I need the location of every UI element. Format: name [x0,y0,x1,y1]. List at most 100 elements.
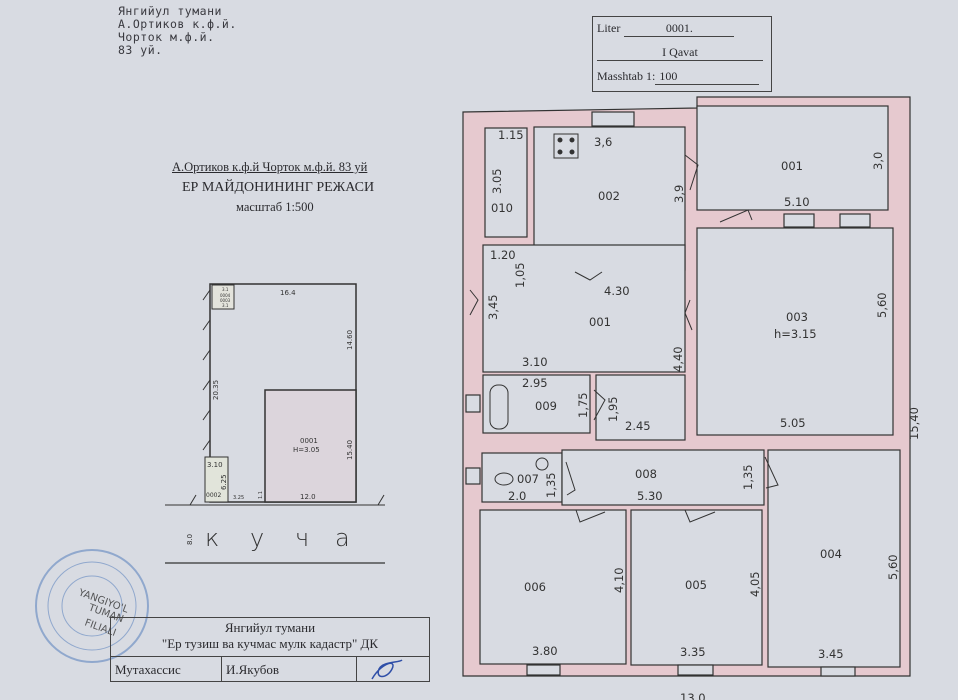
stove-icon [553,133,579,159]
room-001-top [696,105,889,211]
small-buildings [211,284,235,310]
door [684,509,716,523]
dimension: 3.80 [532,644,558,658]
floor-label: I Qavat [597,45,763,61]
dimension: 4,40 [671,346,685,372]
site-plan-subtitle: ЕР МАЙДОНИНИНГ РЕЖАСИ [182,180,375,195]
address-line: Янгийул тумани [118,4,222,18]
window [820,666,856,677]
dimension: 3,6 [594,135,612,149]
dimension: 3.45 [818,647,844,661]
small-dim: 3.1 [222,303,229,308]
room-010 [484,127,528,238]
building-label: 0001 [300,437,318,445]
window [677,664,714,676]
dimension: 2.45 [625,419,651,433]
site-plan-labels: 16.4 20.35 14.60 15.40 12.0 3.25 1.1 3.1… [186,287,354,552]
dimension: 3,0 [871,152,885,170]
site-plan [165,283,385,564]
dimension: 1,75 [576,392,590,418]
door [574,271,603,281]
dimension: 2.0 [508,489,526,503]
signature-icon [371,659,403,680]
room-label: 001 [589,315,611,329]
rooms [479,105,901,668]
window [591,111,635,127]
room-label: 003 [786,310,808,324]
hall-passage [595,374,686,441]
org-line-2: "Ер тузиш ва кучмас мулк кадастр" ДК [161,636,379,651]
door [469,289,479,316]
dimension: 13.0 [680,691,706,700]
dimension: 4.30 [604,284,630,298]
title-block: Янгийул тумани "Ер тузиш ва кучмас мулк … [110,617,430,682]
windows [465,111,871,677]
dimension: 2.95 [522,376,548,390]
dim-right-upper: 14.60 [346,330,354,350]
room-label: 010 [491,201,513,215]
dimension: 1.15 [498,128,524,142]
scale-value: 100 [655,69,760,85]
dimension: 1,35 [741,464,755,490]
dimension: 5,60 [886,554,900,580]
dimension: 3.05 [490,168,504,194]
site-plan-title: А.Ортиков к.ф.й Чорток м.ф.й. 83 уй [172,160,368,174]
sink-icon [535,457,549,471]
room-label: 006 [524,580,546,594]
dimension: 5.30 [637,489,663,503]
room-005 [630,509,763,666]
small-label-0003: 0003 [220,298,231,303]
street-letter: к [205,524,219,552]
dim-bottom-tiny: 1.1 [258,491,264,499]
door [719,209,753,223]
window [465,467,481,485]
header-address: Янгийул тумани А.Ортиков к.ф.й. Чорток м… [118,5,237,57]
liter-label: Liter [597,21,621,35]
dim-box-h: 6.25 [220,474,228,490]
dimension: 1.20 [490,248,516,262]
dim-top: 16.4 [280,289,296,297]
signature-cell [357,657,429,682]
door [764,456,779,489]
dim-box-w: 3.10 [207,461,223,469]
outbuilding-label: 0002 [206,492,221,499]
org-line-1: Янгийул тумани [224,620,316,635]
window [465,394,481,413]
dimension: 3,45 [486,294,500,320]
dimension: 1,35 [544,472,558,498]
floor-plan-labels: 010 002 001 001 003 h=3.15 009 007 008 0… [486,128,921,700]
room-label: 002 [598,189,620,203]
room-004 [767,449,901,668]
room-label: 007 [517,472,539,486]
window [839,213,871,228]
name-cell: И.Якубов [222,657,357,682]
dim-right-lower: 15.40 [346,440,354,460]
dimension: 4,05 [748,571,762,597]
doors [469,154,779,523]
bathtub-icon [489,384,509,430]
room-003 [696,227,894,436]
door [565,461,576,496]
room-label: 009 [535,399,557,413]
door [684,154,699,191]
dimension: 5,60 [875,292,889,318]
dimension: 5.10 [784,195,810,209]
address-line: А.Ортиков к.ф.й. [118,17,237,31]
title-block-header: Янгийул тумани "Ер тузиш ва кучмас мулк … [111,618,429,657]
dimension: 1,05 [513,262,527,288]
dimension: 15,40 [907,407,921,440]
dim-bottom-small: 3.25 [233,495,244,501]
role-cell: Мутахассис [111,657,222,682]
door [575,509,606,523]
liter-value: 0001. [624,21,735,37]
site-plan-scale: масштаб 1:500 [236,200,314,214]
door [593,389,606,421]
small-label-0004: 0004 [220,293,231,298]
address-line: 83 уй. [118,43,163,57]
dimension: 1,95 [606,396,620,422]
floor-plan [462,96,911,677]
door [684,299,693,331]
street-letter: у [250,524,264,552]
